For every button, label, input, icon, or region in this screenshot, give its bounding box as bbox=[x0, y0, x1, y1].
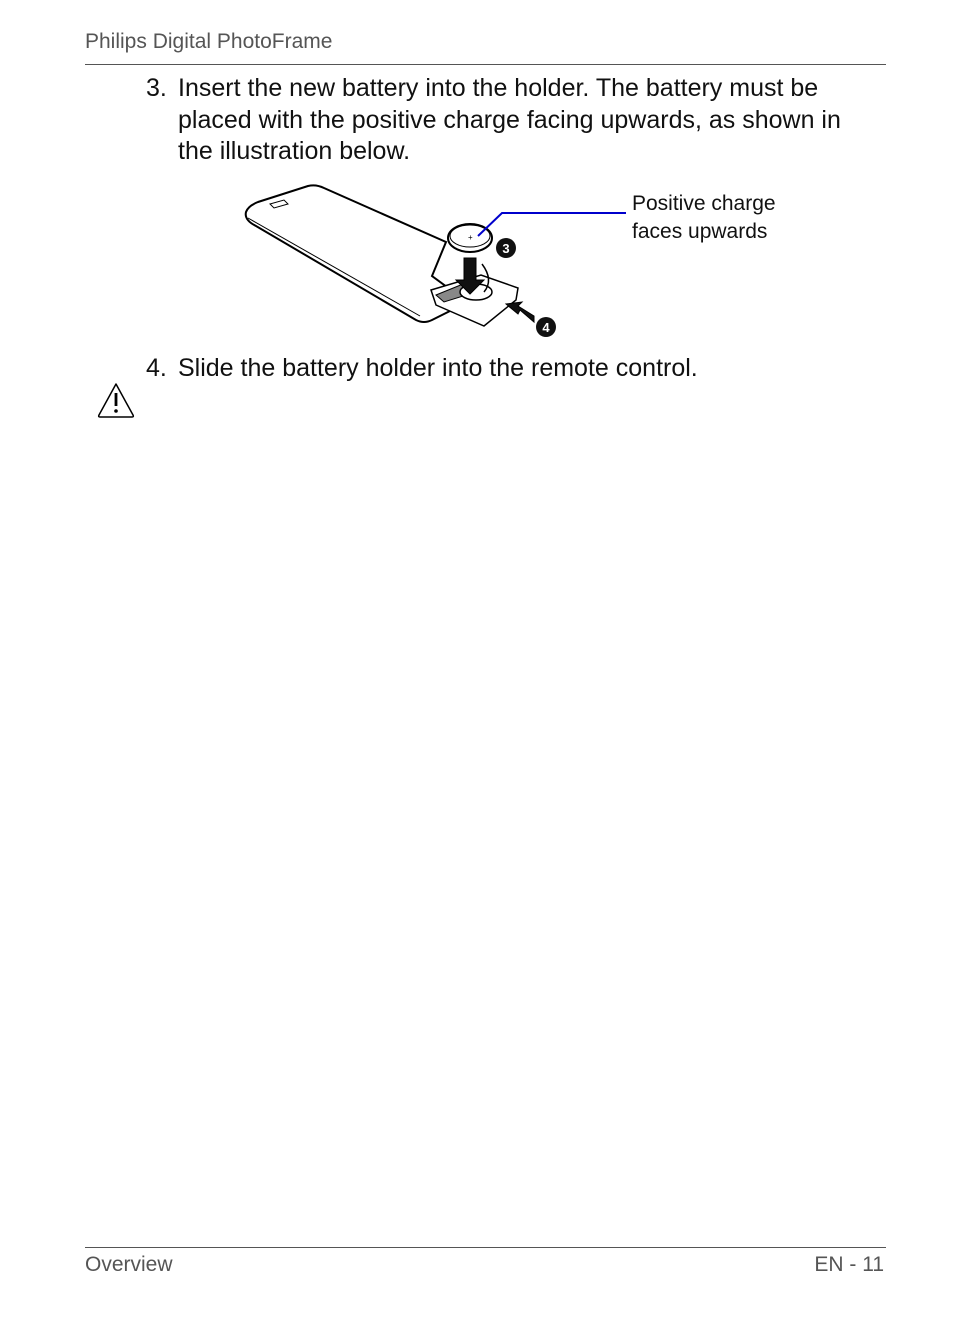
step-text: Slide the battery holder into the remote… bbox=[178, 354, 698, 382]
step-badge-4: 4 bbox=[542, 320, 550, 335]
callout-label: Positive charge faces upwards bbox=[632, 192, 776, 243]
step-3: 3. Insert the new battery into the holde… bbox=[146, 73, 866, 173]
battery-plus-symbol: + bbox=[468, 233, 473, 242]
warning-triangle-icon bbox=[97, 383, 135, 418]
footer-divider bbox=[85, 1247, 886, 1248]
page-header-title: Philips Digital PhotoFrame bbox=[85, 30, 333, 53]
callout-leader-line bbox=[477, 212, 626, 237]
step-4: 4. Slide the battery holder into the rem… bbox=[146, 353, 866, 387]
step-badge-3: 3 bbox=[502, 241, 509, 256]
step-number: 3. bbox=[146, 74, 167, 102]
battery-insertion-illustration: + 3 4 bbox=[244, 184, 556, 337]
step-text: Insert the new battery into the holder. … bbox=[178, 74, 841, 165]
header-divider bbox=[85, 64, 886, 65]
step-number: 4. bbox=[146, 354, 167, 382]
footer-section-label: Overview bbox=[85, 1253, 173, 1276]
page-number: EN - 11 bbox=[814, 1253, 884, 1276]
